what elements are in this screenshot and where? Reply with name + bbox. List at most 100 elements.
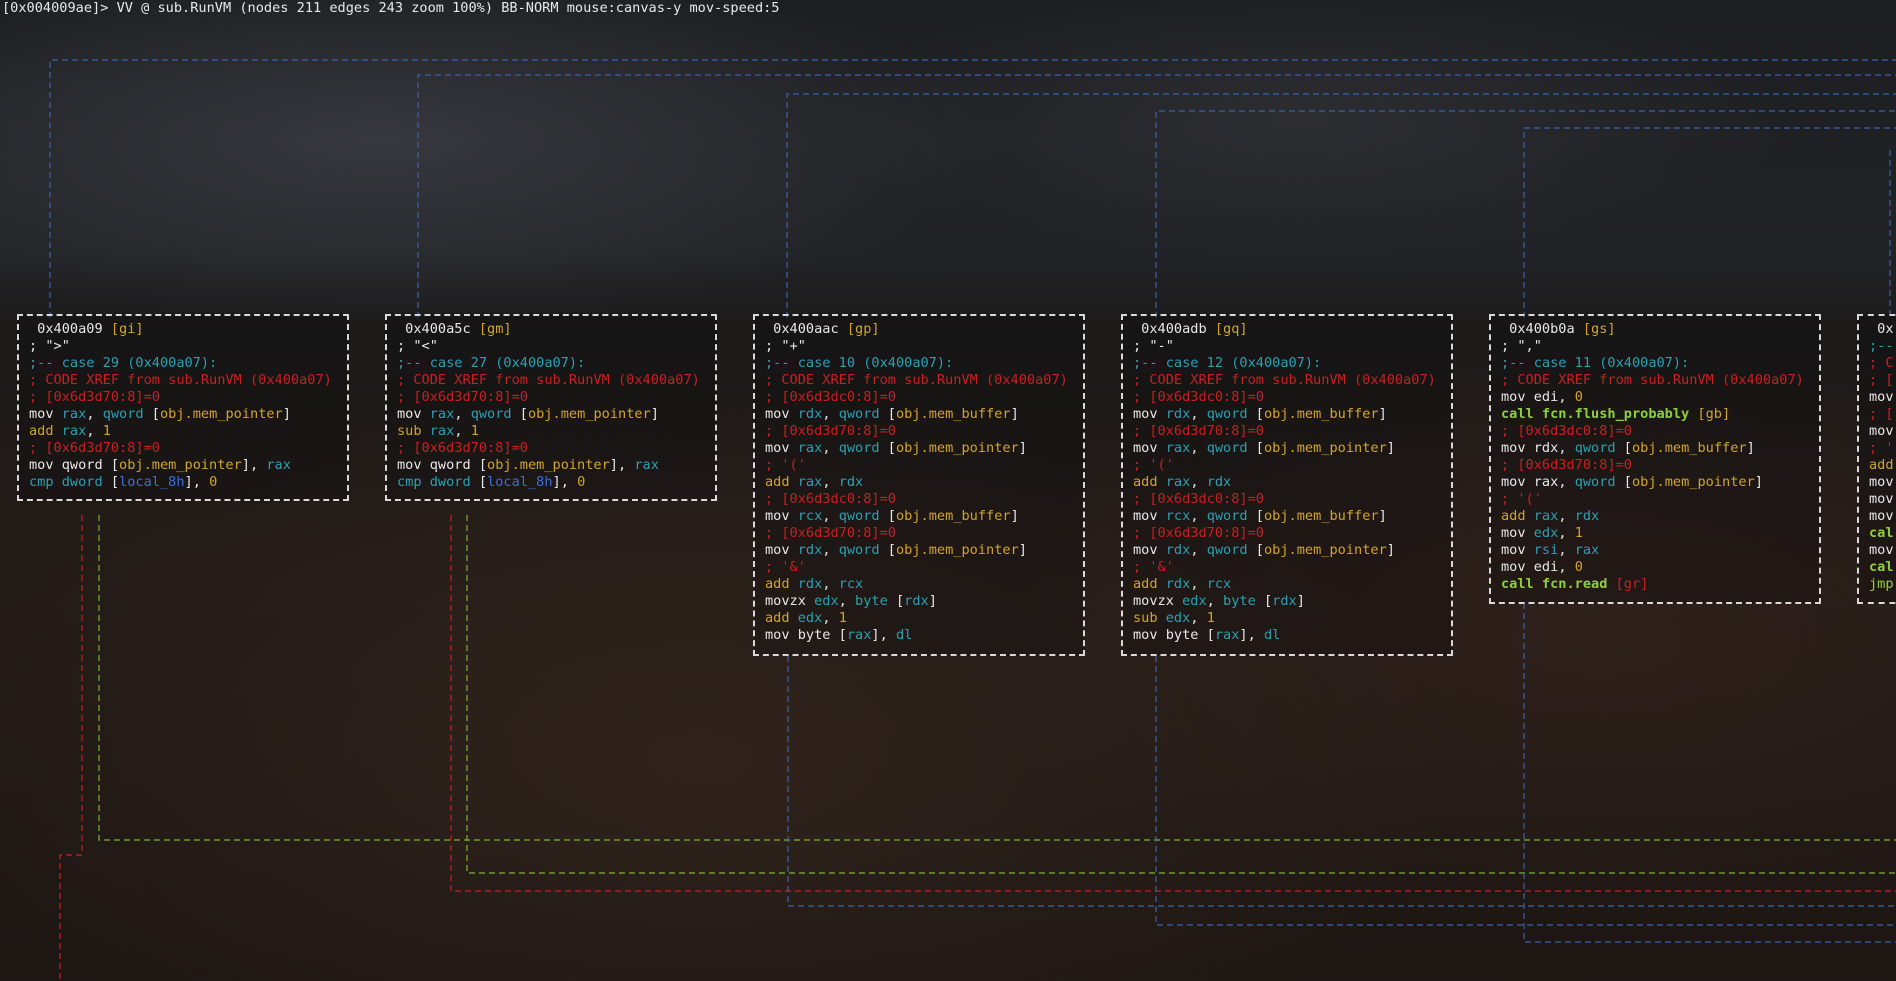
- asm-line: mov byte [rax], dl: [1133, 627, 1443, 644]
- asm-token: ,: [822, 406, 839, 422]
- asm-line: add rdx, rcx: [1133, 576, 1443, 593]
- graph-node-0x400a09[interactable]: 0x400a09 [gi]; ">";-- case 29 (0x400a07)…: [17, 314, 349, 501]
- asm-token: local_8h: [487, 474, 553, 490]
- asm-token: rax: [61, 406, 87, 422]
- asm-token: rax: [429, 406, 455, 422]
- asm-token: call fcn.read: [1501, 576, 1608, 592]
- asm-line: call fcn.flush_probably [gb]: [1501, 406, 1811, 423]
- asm-token: [: [1615, 440, 1632, 456]
- asm-token: qword: [838, 440, 880, 456]
- asm-line: sub edx, 1: [1133, 610, 1443, 627]
- asm-token: [: [879, 542, 896, 558]
- asm-token: ]: [1386, 542, 1395, 558]
- asm-token: mov: [1133, 508, 1166, 524]
- asm-token: sub: [397, 423, 430, 439]
- asm-token: qword: [1206, 440, 1248, 456]
- asm-token: ]: [1296, 593, 1305, 609]
- asm-token: mov: [1501, 559, 1534, 575]
- asm-line: ; [0x6d3d70:8]=0: [1133, 423, 1443, 440]
- asm-token: rdx: [1272, 593, 1297, 609]
- graph-node-0x400adb[interactable]: 0x400adb [gq]; "-";-- case 12 (0x400a07)…: [1121, 314, 1453, 656]
- asm-token: qword: [1574, 474, 1616, 490]
- asm-token: ; '(': [765, 457, 806, 473]
- asm-token: ; [0x6d3d70:8]=0: [397, 389, 528, 405]
- asm-token: mov byte [: [765, 627, 847, 643]
- asm-line: mov rax, qword [obj.mem_pointer]: [29, 406, 339, 423]
- asm-token: qword: [838, 406, 880, 422]
- asm-token: ,: [822, 542, 839, 558]
- node-address-line: 0x: [1869, 321, 1896, 338]
- asm-token: ,: [1190, 474, 1207, 490]
- asm-token: [: [478, 474, 488, 490]
- asm-line: ;--: [1869, 338, 1896, 355]
- asm-line: ; [0x6d3d70:8]=0: [29, 440, 339, 457]
- asm-line: movzx edx, byte [rdx]: [1133, 593, 1443, 610]
- asm-token: ,: [822, 610, 839, 626]
- asm-line: ; '(': [1501, 491, 1811, 508]
- asm-token: rcx: [1206, 576, 1232, 592]
- asm-token: [gb]: [1689, 406, 1731, 422]
- asm-token: [: [879, 406, 896, 422]
- asm-line: ; CODE XREF from sub.RunVM (0x400a07): [397, 372, 707, 389]
- asm-line: mov edi, 0: [1501, 559, 1811, 576]
- edge-blue-4: [1155, 110, 1896, 318]
- asm-token: ; ",": [1501, 338, 1542, 354]
- asm-token: ; [0x6d3d70:8]=0: [1133, 423, 1264, 439]
- edge-blue-1: [49, 59, 1896, 318]
- asm-line: mov rdx, qword [obj.mem_pointer]: [765, 542, 1075, 559]
- asm-line: mov: [1869, 474, 1896, 491]
- asm-token: rcx: [1165, 508, 1191, 524]
- asm-token: ,: [1190, 406, 1207, 422]
- asm-token: rax: [1533, 474, 1559, 490]
- asm-token: mov qword [: [29, 457, 120, 473]
- asm-token: [gq]: [1214, 321, 1248, 337]
- graph-node-0x400b0a[interactable]: 0x400b0a [gs]; ",";-- case 11 (0x400a07)…: [1489, 314, 1821, 604]
- asm-token: ,: [86, 423, 103, 439]
- asm-token: obj.mem_pointer: [1631, 474, 1755, 490]
- edge-blue-2: [417, 74, 1896, 318]
- graph-node-0x400aac[interactable]: 0x400aac [gp]; "+";-- case 10 (0x400a07)…: [753, 314, 1085, 656]
- asm-token: obj.mem_pointer: [895, 440, 1019, 456]
- asm-token: add: [765, 610, 798, 626]
- asm-line: cal: [1869, 525, 1896, 542]
- asm-line: cal: [1869, 559, 1896, 576]
- asm-token: 0x400adb: [1133, 321, 1215, 337]
- edge-blue-3: [786, 93, 1896, 318]
- asm-token: mov qword [: [397, 457, 488, 473]
- asm-line: ; "-": [1133, 338, 1443, 355]
- asm-token: ]: [1746, 440, 1755, 456]
- asm-token: qword: [102, 406, 144, 422]
- asm-token: obj.mem_buffer: [1263, 406, 1379, 422]
- asm-token: cal: [1869, 559, 1894, 575]
- asm-line: ; [: [1869, 406, 1896, 423]
- asm-token: 1: [1574, 525, 1583, 541]
- graph-node-0x400a5c[interactable]: 0x400a5c [gm]; "<";-- case 27 (0x400a07)…: [385, 314, 717, 501]
- asm-line: mov rdx, qword [obj.mem_buffer]: [1501, 440, 1811, 457]
- asm-token: mov: [765, 542, 798, 558]
- asm-token: jmp: [1869, 576, 1894, 592]
- asm-token: ; "-": [1133, 338, 1174, 354]
- asm-token: edx: [1182, 593, 1207, 609]
- asm-token: ;-- case 10 (0x400a07):: [765, 355, 954, 371]
- asm-line: ; ",": [1501, 338, 1811, 355]
- asm-token: ; CODE XREF from sub.RunVM (0x400a07): [1133, 372, 1436, 388]
- asm-token: rax: [797, 440, 823, 456]
- asm-token: [: [1615, 474, 1632, 490]
- asm-token: ]: [650, 406, 659, 422]
- asm-token: ,: [1558, 525, 1575, 541]
- asm-token: add: [765, 474, 798, 490]
- asm-line: mov: [1869, 491, 1896, 508]
- asm-token: ; [0x6d3d70:8]=0: [1501, 457, 1632, 473]
- asm-token: add: [1501, 508, 1534, 524]
- asm-token: ; CODE XREF from sub.RunVM (0x400a07): [1501, 372, 1804, 388]
- asm-line: add rax, rdx: [765, 474, 1075, 491]
- asm-line: ; "<": [397, 338, 707, 355]
- asm-token: ,: [1206, 593, 1224, 609]
- asm-token: obj.mem_pointer: [895, 542, 1019, 558]
- asm-line: add edx, 1: [765, 610, 1075, 627]
- asm-token: [: [110, 474, 120, 490]
- asm-token: ; '&': [1133, 559, 1174, 575]
- edge-green-2: [466, 515, 1896, 874]
- asm-token: ],: [552, 474, 578, 490]
